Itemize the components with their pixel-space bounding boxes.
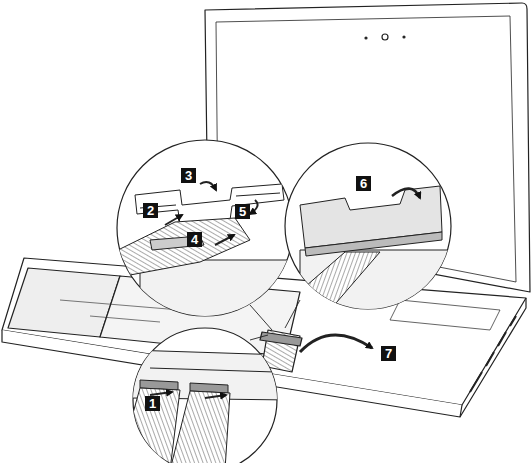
callout-number: 2 <box>143 203 158 218</box>
callout-number: 4 <box>187 232 202 247</box>
callout-number: 3 <box>181 168 196 183</box>
callout-number: 5 <box>235 204 250 219</box>
callout-number: 1 <box>145 396 160 411</box>
callout-number: 6 <box>356 176 371 191</box>
callout-number: 7 <box>381 346 396 361</box>
